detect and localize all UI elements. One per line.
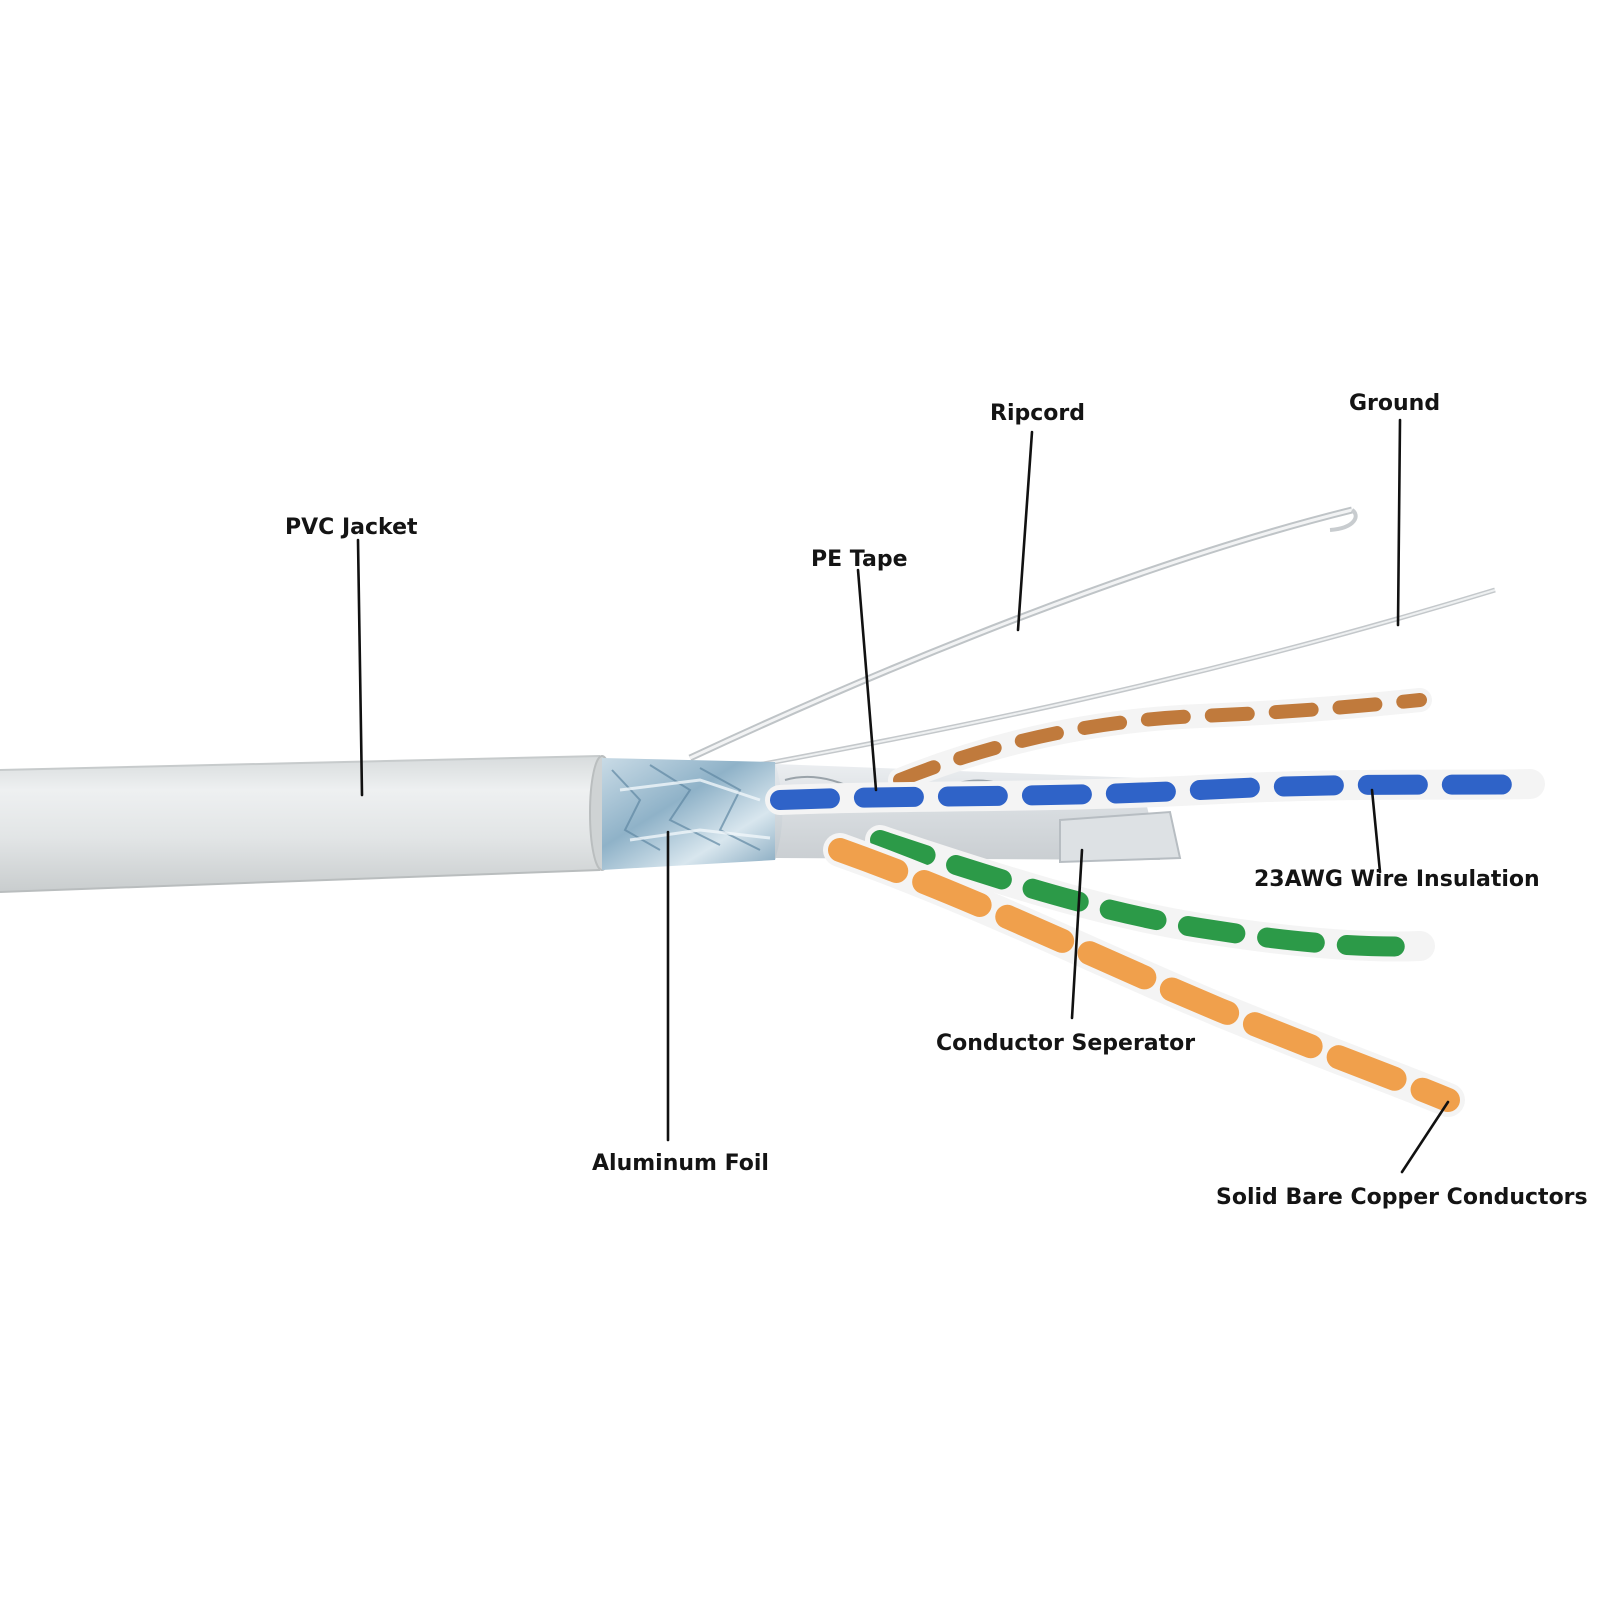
green-pair [865, 825, 1435, 962]
ground-strand [719, 587, 1496, 775]
ground-label: Ground [1349, 391, 1440, 416]
wire-insulation-leader [1370, 788, 1382, 874]
pvc-jacket-leader [356, 538, 364, 797]
conductor-separator-leader [1070, 848, 1084, 1020]
ground-leader [1396, 418, 1402, 627]
wire-insulation-label: 23AWG Wire Insulation [1254, 867, 1540, 892]
blue-pair [765, 769, 1545, 815]
brown-pair [888, 688, 1432, 792]
aluminum-foil-layer [602, 758, 783, 870]
pe-tape-label: PE Tape [811, 547, 908, 572]
aluminum-foil-label: Aluminum Foil [592, 1151, 769, 1176]
pvc-jacket-label: PVC Jacket [285, 515, 418, 540]
copper-conductors-leader [1400, 1100, 1450, 1174]
copper-conductors-label: Solid Bare Copper Conductors [1216, 1185, 1588, 1210]
conductor-separator-label: Conductor Seperator [936, 1031, 1195, 1056]
ripcord-strand [688, 506, 1358, 762]
ripcord-leader [1016, 430, 1034, 632]
ripcord-label: Ripcord [990, 401, 1085, 426]
pvc-jacket-body [0, 755, 615, 893]
orange-pair [823, 833, 1465, 1117]
pe-tape-leader [856, 568, 878, 792]
conductor-separator-shape [1059, 810, 1182, 864]
